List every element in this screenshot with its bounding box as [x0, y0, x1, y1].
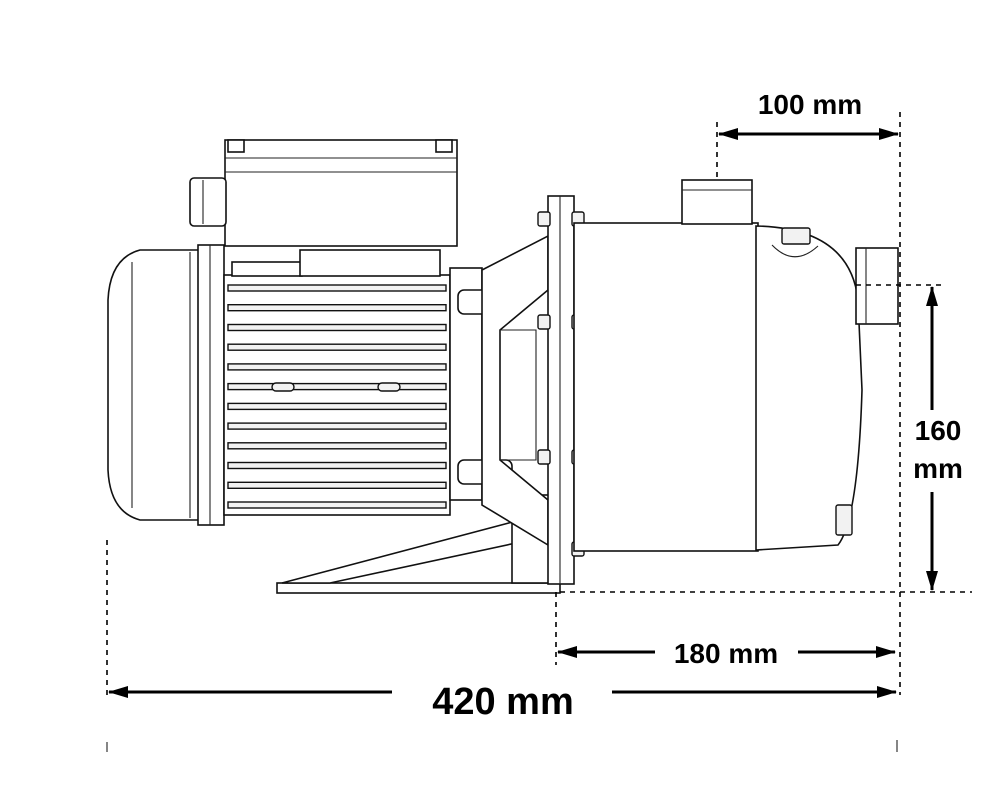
cooling-fin — [227, 382, 447, 391]
motor-bracket — [449, 234, 549, 547]
cooling-fin — [227, 461, 447, 470]
cooling-fin — [227, 481, 447, 489]
cooling-fin — [227, 501, 447, 509]
cooling-fin — [227, 323, 447, 332]
motor-body — [223, 249, 451, 516]
pump-illustration — [107, 139, 899, 594]
motor-cooling-fins — [227, 284, 447, 509]
dimension-label-160-unit: mm — [913, 453, 963, 484]
dimension-label-180mm: 180 mm — [674, 638, 778, 669]
cooling-fin — [227, 422, 447, 430]
cooling-fin — [227, 343, 447, 351]
motor-fan-cover — [107, 244, 225, 526]
cooling-fin — [227, 284, 447, 292]
dimension-label-420mm: 420 mm — [432, 681, 574, 723]
cooling-fin — [227, 363, 447, 371]
dimension-label-160: 160 — [915, 415, 962, 446]
cooling-fin — [227, 442, 447, 450]
pump-head — [573, 179, 899, 552]
cooling-fin — [227, 402, 447, 411]
cooling-fin — [227, 304, 447, 312]
dimension-lines: 100 mm 160 mm 180 mm 420 mm — [106, 89, 972, 752]
terminal-box — [189, 139, 458, 247]
dimension-label-100mm: 100 mm — [758, 89, 862, 120]
